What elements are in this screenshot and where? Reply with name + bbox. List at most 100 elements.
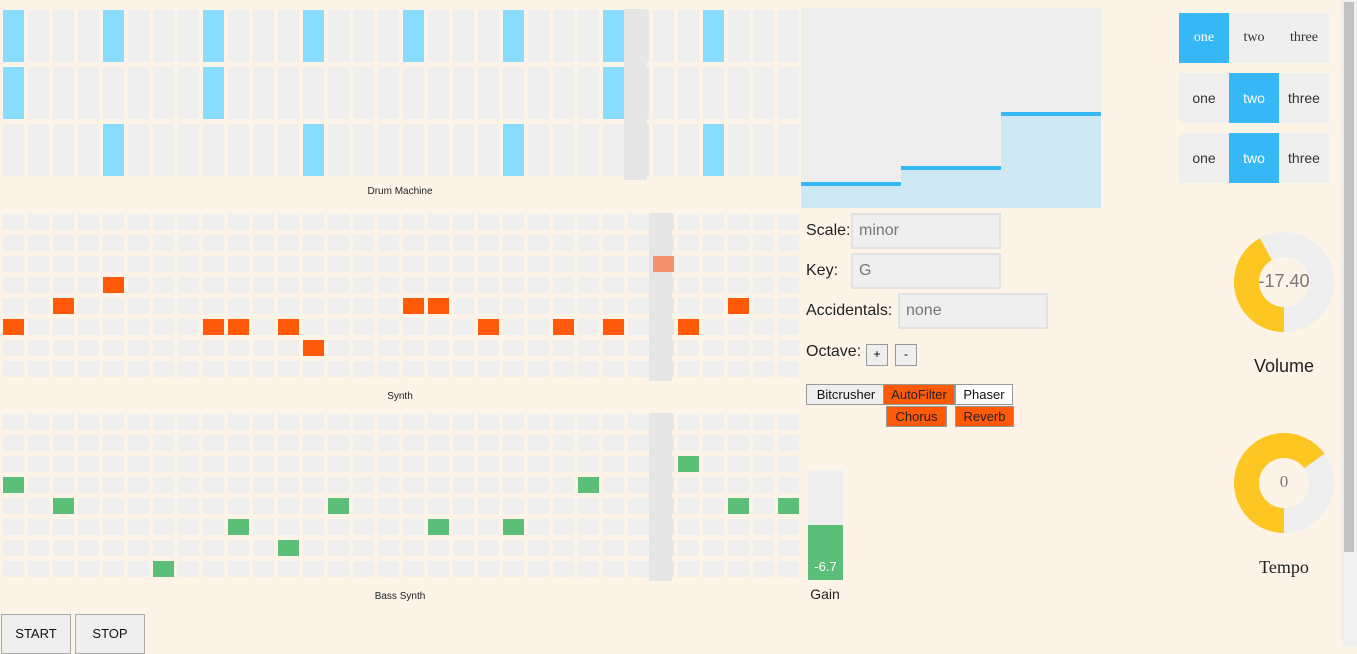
- step-cell[interactable]: [778, 124, 799, 176]
- step-cell[interactable]: [253, 124, 274, 176]
- step-cell[interactable]: [628, 361, 649, 377]
- step-cell[interactable]: [653, 277, 674, 293]
- step-cell[interactable]: [228, 124, 249, 176]
- step-cell[interactable]: [478, 519, 499, 535]
- step-cell[interactable]: [328, 498, 349, 514]
- step-cell[interactable]: [453, 235, 474, 251]
- radio-option-three[interactable]: three: [1290, 30, 1318, 45]
- step-cell[interactable]: [378, 340, 399, 356]
- step-cell[interactable]: [553, 435, 574, 451]
- step-cell[interactable]: [228, 214, 249, 230]
- radio-option-two[interactable]: two: [1243, 30, 1265, 45]
- step-cell[interactable]: [153, 10, 174, 62]
- step-cell[interactable]: [253, 256, 274, 272]
- step-cell[interactable]: [478, 540, 499, 556]
- step-cell[interactable]: [303, 456, 324, 472]
- step-cell[interactable]: [303, 256, 324, 272]
- step-cell[interactable]: [228, 540, 249, 556]
- step-cell[interactable]: [728, 340, 749, 356]
- step-cell[interactable]: [678, 10, 699, 62]
- step-cell[interactable]: [778, 214, 799, 230]
- step-cell[interactable]: [328, 319, 349, 335]
- step-cell[interactable]: [28, 519, 49, 535]
- step-cell[interactable]: [528, 540, 549, 556]
- step-cell[interactable]: [128, 361, 149, 377]
- step-cell[interactable]: [428, 298, 449, 314]
- step-cell[interactable]: [403, 435, 424, 451]
- step-cell[interactable]: [628, 561, 649, 577]
- step-cell[interactable]: [628, 519, 649, 535]
- step-cell[interactable]: [3, 277, 24, 293]
- step-cell[interactable]: [253, 340, 274, 356]
- step-cell[interactable]: [553, 67, 574, 119]
- step-cell[interactable]: [53, 477, 74, 493]
- step-cell[interactable]: [403, 256, 424, 272]
- step-cell[interactable]: [353, 256, 374, 272]
- step-cell[interactable]: [278, 456, 299, 472]
- step-cell[interactable]: [503, 319, 524, 335]
- step-cell[interactable]: [328, 124, 349, 176]
- multislider-bar[interactable]: [801, 182, 901, 208]
- step-cell[interactable]: [28, 124, 49, 176]
- step-cell[interactable]: [678, 319, 699, 335]
- step-cell[interactable]: [653, 235, 674, 251]
- step-cell[interactable]: [53, 498, 74, 514]
- step-cell[interactable]: [428, 540, 449, 556]
- step-cell[interactable]: [453, 277, 474, 293]
- step-cell[interactable]: [478, 361, 499, 377]
- step-cell[interactable]: [403, 561, 424, 577]
- step-cell[interactable]: [628, 319, 649, 335]
- step-cell[interactable]: [328, 519, 349, 535]
- step-cell[interactable]: [28, 435, 49, 451]
- step-cell[interactable]: [128, 214, 149, 230]
- step-cell[interactable]: [603, 519, 624, 535]
- step-cell[interactable]: [703, 67, 724, 119]
- step-cell[interactable]: [528, 361, 549, 377]
- step-cell[interactable]: [178, 124, 199, 176]
- step-cell[interactable]: [203, 561, 224, 577]
- step-cell[interactable]: [78, 561, 99, 577]
- step-cell[interactable]: [353, 498, 374, 514]
- step-cell[interactable]: [653, 456, 674, 472]
- step-cell[interactable]: [353, 361, 374, 377]
- step-cell[interactable]: [428, 340, 449, 356]
- step-cell[interactable]: [678, 214, 699, 230]
- step-cell[interactable]: [628, 256, 649, 272]
- step-cell[interactable]: [78, 540, 99, 556]
- step-cell[interactable]: [603, 456, 624, 472]
- step-cell[interactable]: [503, 540, 524, 556]
- step-cell[interactable]: [503, 435, 524, 451]
- step-cell[interactable]: [528, 277, 549, 293]
- step-cell[interactable]: [153, 519, 174, 535]
- step-cell[interactable]: [128, 561, 149, 577]
- step-cell[interactable]: [378, 435, 399, 451]
- step-cell[interactable]: [428, 10, 449, 62]
- step-cell[interactable]: [78, 435, 99, 451]
- step-cell[interactable]: [328, 435, 349, 451]
- step-cell[interactable]: [178, 361, 199, 377]
- step-cell[interactable]: [453, 10, 474, 62]
- step-cell[interactable]: [653, 298, 674, 314]
- step-cell[interactable]: [303, 561, 324, 577]
- step-cell[interactable]: [478, 498, 499, 514]
- step-cell[interactable]: [653, 540, 674, 556]
- step-cell[interactable]: [103, 519, 124, 535]
- step-cell[interactable]: [253, 361, 274, 377]
- step-cell[interactable]: [528, 340, 549, 356]
- step-cell[interactable]: [128, 498, 149, 514]
- step-cell[interactable]: [678, 256, 699, 272]
- step-cell[interactable]: [3, 298, 24, 314]
- step-cell[interactable]: [253, 519, 274, 535]
- step-cell[interactable]: [128, 435, 149, 451]
- step-cell[interactable]: [153, 256, 174, 272]
- step-cell[interactable]: [403, 277, 424, 293]
- step-cell[interactable]: [378, 277, 399, 293]
- step-cell[interactable]: [653, 498, 674, 514]
- step-cell[interactable]: [753, 235, 774, 251]
- step-cell[interactable]: [3, 340, 24, 356]
- step-cell[interactable]: [603, 298, 624, 314]
- step-cell[interactable]: [478, 256, 499, 272]
- step-cell[interactable]: [628, 10, 649, 62]
- step-cell[interactable]: [478, 414, 499, 430]
- step-cell[interactable]: [578, 340, 599, 356]
